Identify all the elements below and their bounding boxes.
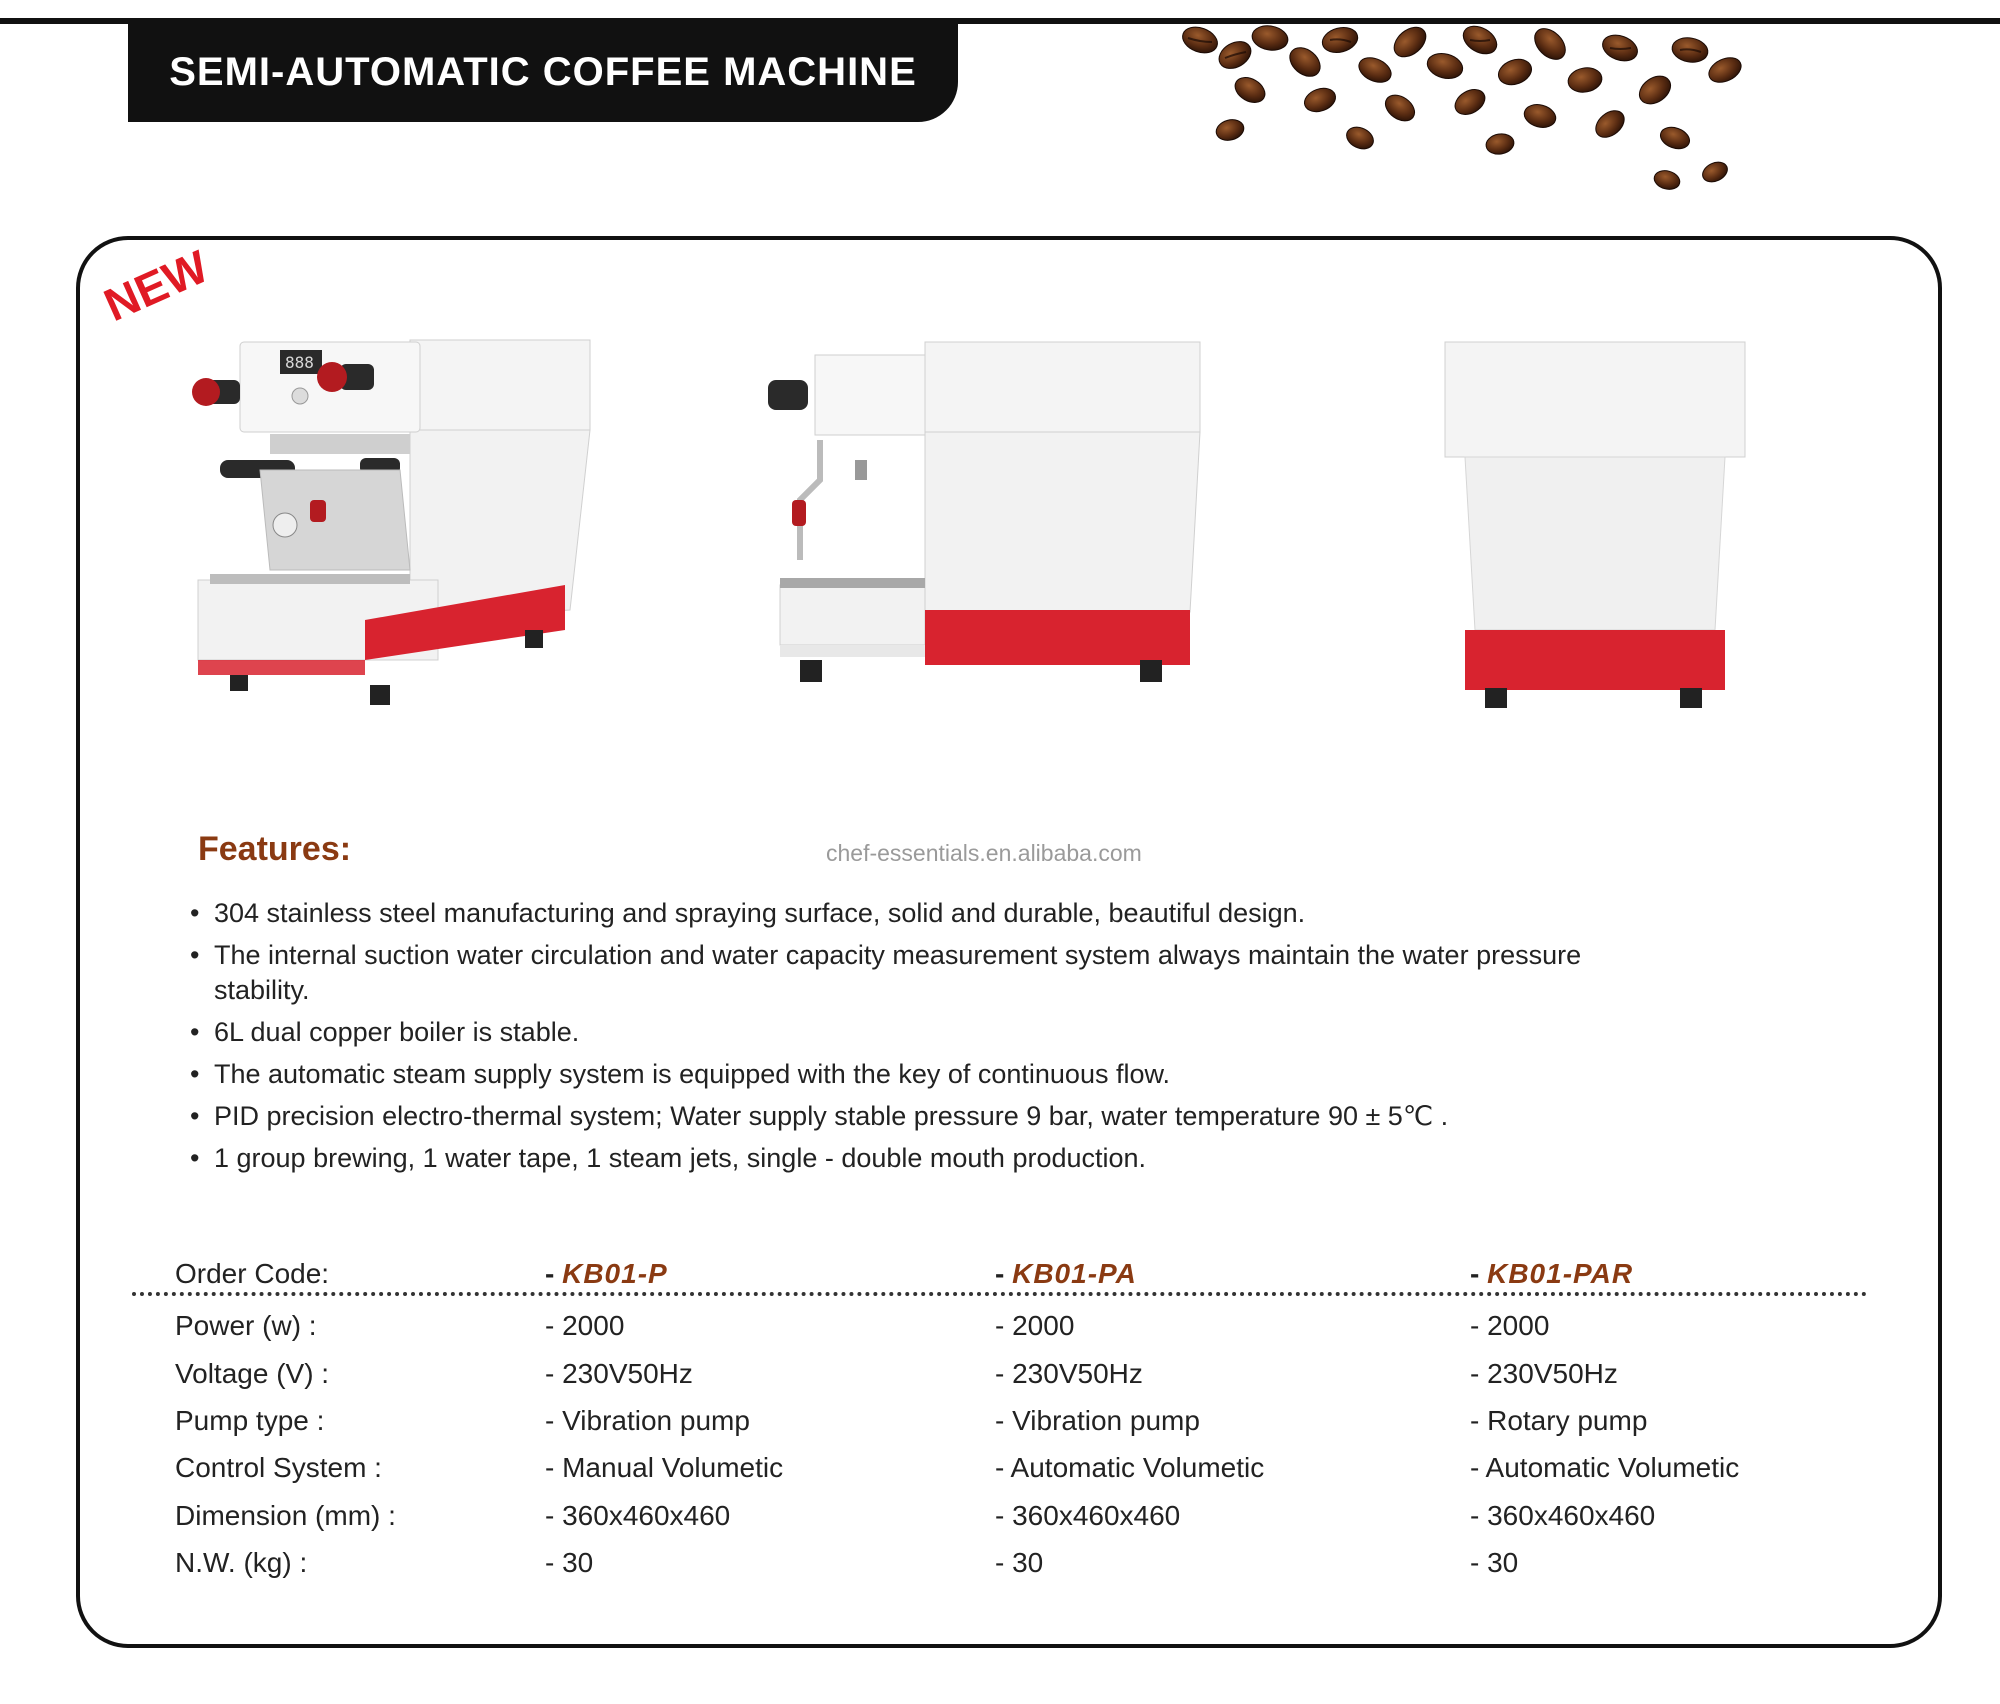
machine-side-view-image bbox=[768, 341, 1201, 682]
spec-value: - Vibration pump bbox=[545, 1405, 750, 1436]
feature-item: 1 group brewing, 1 water tape, 1 steam j… bbox=[188, 1141, 1688, 1176]
spec-value: - 360x460x460 bbox=[545, 1500, 731, 1531]
spec-label: Control System : bbox=[175, 1452, 382, 1483]
top-rule bbox=[0, 18, 2000, 24]
spec-label: Pump type : bbox=[175, 1405, 325, 1436]
product-card bbox=[76, 236, 1942, 1648]
spec-divider bbox=[132, 1292, 1868, 1296]
machine-front-view-image: 888 bbox=[192, 339, 591, 705]
spec-label: N.W. (kg) : bbox=[175, 1547, 308, 1578]
spec-value: - 2000 bbox=[1470, 1310, 1550, 1341]
order-code-value: KB01-PAR bbox=[1487, 1258, 1634, 1289]
spec-value: - 230V50Hz bbox=[995, 1358, 1143, 1389]
title-banner: SEMI-AUTOMATIC COFFEE MACHINE bbox=[128, 22, 958, 122]
features-title: Features: bbox=[198, 830, 352, 868]
spec-row-order-code: Order Code: - KB01-P - KB01-PA - KB01-PA… bbox=[0, 1258, 2000, 1302]
feature-item: 6L dual copper boiler is stable. bbox=[188, 1015, 1688, 1050]
spec-value: - 360x460x460 bbox=[1470, 1500, 1656, 1531]
machine-back-view-image bbox=[1444, 341, 1746, 708]
order-code-3: - KB01-PAR bbox=[1470, 1258, 1634, 1289]
spec-label: Dimension (mm) : bbox=[175, 1500, 396, 1531]
spec-value: - Manual Volumetic bbox=[545, 1452, 784, 1483]
feature-item: 304 stainless steel manufacturing and sp… bbox=[188, 896, 1688, 931]
spec-value: - 360x460x460 bbox=[995, 1500, 1181, 1531]
watermark: chef-essentials.en.alibaba.com bbox=[826, 840, 1142, 866]
spec-value: - Automatic Volumetic bbox=[995, 1452, 1265, 1483]
spec-row-net-weight: N.W. (kg) : - 30 - 30 - 30 bbox=[0, 1547, 2000, 1591]
page-title: SEMI-AUTOMATIC COFFEE MACHINE bbox=[169, 49, 917, 94]
spec-row-dimension: Dimension (mm) : - 360x460x460 - 360x460… bbox=[0, 1500, 2000, 1544]
spec-row-control-system: Control System : - Manual Volumetic - Au… bbox=[0, 1452, 2000, 1496]
spec-value: - 230V50Hz bbox=[545, 1358, 693, 1389]
spec-value: - Automatic Volumetic bbox=[1470, 1452, 1740, 1483]
spec-label: Order Code: bbox=[175, 1258, 330, 1289]
spec-row-power: Power (w) : - 2000 - 2000 - 2000 bbox=[0, 1310, 2000, 1354]
spec-value: - 30 bbox=[545, 1547, 594, 1578]
feature-item: PID precision electro-thermal system; Wa… bbox=[188, 1099, 1688, 1134]
order-code-value: KB01-PA bbox=[1012, 1258, 1137, 1289]
spec-value: - Vibration pump bbox=[995, 1405, 1200, 1436]
coffee-beans-image bbox=[1182, 25, 1742, 190]
order-code-value: KB01-P bbox=[562, 1258, 668, 1289]
spec-value: - 230V50Hz bbox=[1470, 1358, 1618, 1389]
spec-value: - 30 bbox=[995, 1547, 1044, 1578]
spec-value: - Rotary pump bbox=[1470, 1405, 1648, 1436]
spec-value: - 30 bbox=[1470, 1547, 1519, 1578]
display-digits: 888 bbox=[285, 353, 314, 372]
spec-label: Power (w) : bbox=[175, 1310, 317, 1341]
feature-item: The automatic steam supply system is equ… bbox=[188, 1057, 1688, 1092]
spec-row-voltage: Voltage (V) : - 230V50Hz - 230V50Hz - 23… bbox=[0, 1358, 2000, 1402]
spec-row-pump-type: Pump type : - Vibration pump - Vibration… bbox=[0, 1405, 2000, 1449]
spec-value: - 2000 bbox=[545, 1310, 625, 1341]
order-code-2: - KB01-PA bbox=[995, 1258, 1137, 1289]
spec-value: - 2000 bbox=[995, 1310, 1075, 1341]
feature-item: The internal suction water circulation a… bbox=[188, 938, 1644, 1008]
order-code-1: - KB01-P bbox=[545, 1258, 668, 1289]
spec-label: Voltage (V) : bbox=[175, 1358, 330, 1389]
features-list: 304 stainless steel manufacturing and sp… bbox=[188, 896, 1688, 1183]
